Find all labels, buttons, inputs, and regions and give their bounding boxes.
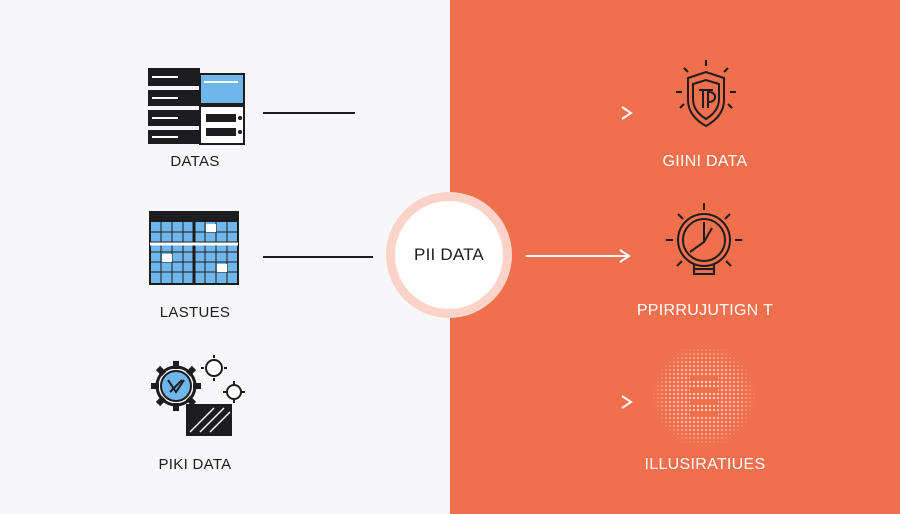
hub-label: PII DATA [414, 245, 484, 264]
halftone-circle-icon [652, 344, 756, 448]
output-label-1: GIINI DATA [662, 153, 748, 170]
output-label-2: PPIRRUJUTIGN T [636, 302, 774, 319]
connector-output-2 [526, 249, 631, 263]
shield-icon [676, 60, 736, 128]
hub-node: PII DATA [386, 192, 512, 318]
server-stack-icon [148, 68, 245, 145]
spreadsheet-grid-icon [149, 211, 239, 285]
hub-node-inner: PII DATA [395, 201, 503, 309]
source-label-2: LASTUES [159, 304, 231, 321]
source-label-1: DATAS [170, 153, 220, 170]
lightbulb-clock-icon [666, 203, 742, 275]
source-label-3: PIKI DATA [158, 456, 232, 473]
output-label-3: ILLUSIRATIUES [644, 456, 766, 473]
connector-output-1 [621, 106, 633, 120]
connector-output-3 [621, 395, 633, 409]
gears-icon [151, 355, 245, 436]
